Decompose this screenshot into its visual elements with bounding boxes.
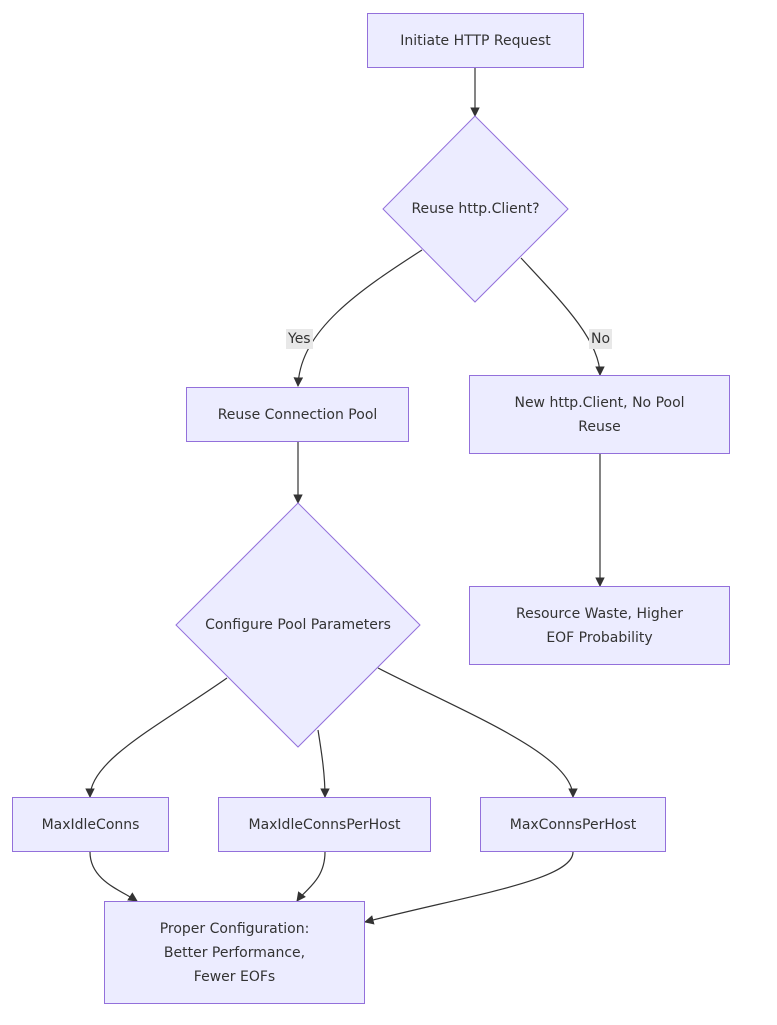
edge-configure-to-max-conns-per-host [377,667,578,798]
edge-configure-to-max-idle [85,677,228,798]
configure-diamond [175,502,421,748]
new-client-node: New http.Client, No Pool Reuse [469,375,730,454]
edge-max-idle-per-host-to-proper-config [296,851,326,902]
edge-max-conns-per-host-to-proper-config [364,851,574,925]
reuse-pool-node: Reuse Connection Pool [186,387,409,442]
max-idle-node: MaxIdleConns [12,797,169,852]
decision-client-diamond [382,115,569,303]
max-conns-per-host-node: MaxConnsPerHost [480,797,666,852]
edge-max-idle-to-proper-config [89,851,138,902]
edge-configure-to-max-idle-per-host [317,729,330,798]
edge-decision-to-reuse-pool [293,249,423,387]
max-idle-per-host-node: MaxIdleConnsPerHost [218,797,431,852]
start-node: Initiate HTTP Request [367,13,584,68]
resource-waste-node: Resource Waste, Higher EOF Probability [469,586,730,665]
edge-label-yes: Yes [286,329,313,349]
edge-label-no: No [589,329,613,349]
edge-decision-to-new-client [520,257,605,376]
proper-config-node: Proper Configuration: Better Performance… [104,901,365,1004]
